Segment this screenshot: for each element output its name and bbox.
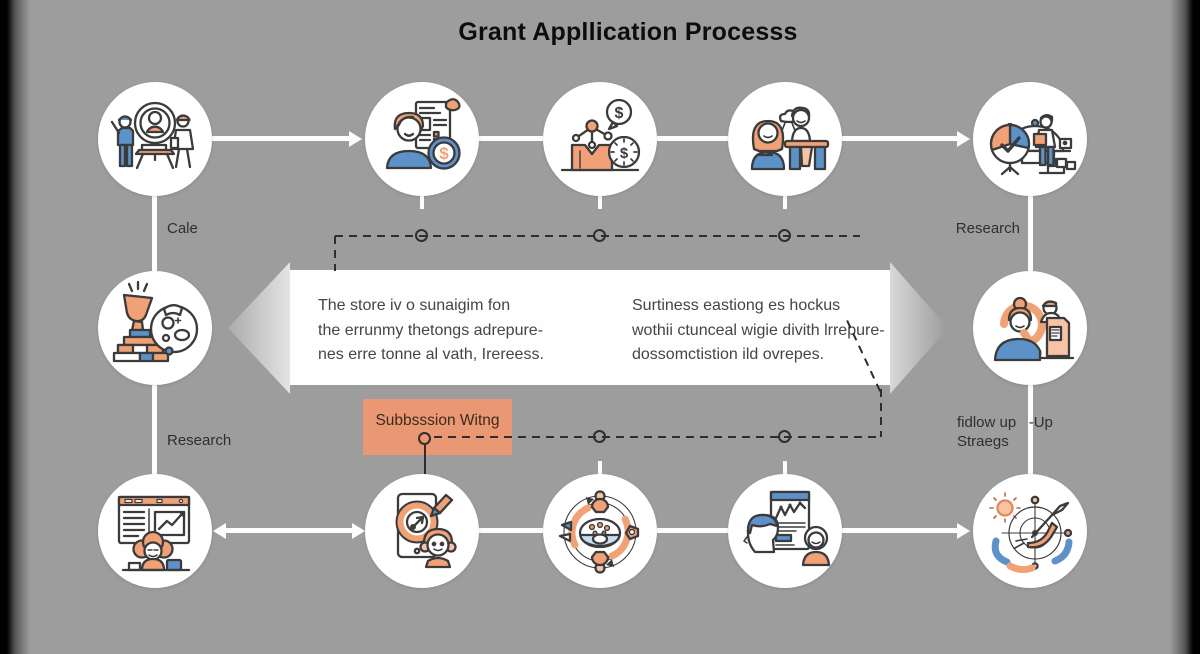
step-circle-3: $ $ (543, 82, 657, 196)
step-circle-1 (98, 82, 212, 196)
stub-top-2 (420, 196, 424, 209)
svg-text:$: $ (620, 145, 629, 162)
bus-node-icon (593, 229, 606, 242)
connector-top-1 (212, 136, 349, 141)
bus-node-icon (415, 229, 428, 242)
team-presentation-icon (110, 101, 195, 170)
bus-node-icon (593, 430, 606, 443)
right-edge-vignette (1170, 0, 1200, 654)
workstation-analysis-icon (117, 495, 191, 572)
dashed-bus-bottom (434, 436, 882, 438)
data-research-icon (989, 114, 1077, 176)
banner-text-right: Surtiness eastiong es hockus wothii ctun… (632, 297, 885, 363)
step-circle-review (973, 271, 1087, 385)
bus-node-icon (778, 229, 791, 242)
arrow-left-icon (213, 523, 226, 539)
award-trophy-globe-icon (112, 280, 199, 363)
step-circle-6 (98, 474, 212, 588)
banner-text-left: The store iv o sunaigim fon the errunmy … (318, 297, 544, 363)
report-review-icon (743, 490, 831, 567)
application-review-search-icon (993, 296, 1075, 362)
tag-drop-line (424, 445, 426, 474)
arrow-right-icon (352, 523, 365, 539)
connector-right-v1 (1028, 196, 1033, 271)
step-circle-9 (728, 474, 842, 588)
arrow-right-icon (349, 131, 362, 147)
step-circle-4 (728, 82, 842, 196)
applicant-form-money-icon: $ (385, 98, 461, 170)
banner (290, 270, 890, 385)
arrow-right-icon (957, 131, 970, 147)
step-circle-10 (973, 474, 1087, 588)
connector-top-4 (842, 136, 957, 141)
svg-text:$: $ (615, 105, 624, 122)
page-title: Grant Appllication Processs (458, 18, 798, 46)
banner-left-arrow (228, 262, 290, 394)
label-cale: Cale (167, 220, 198, 237)
label-follow-up: fidlow up -Up Straegs (957, 414, 1053, 450)
connector-top-2 (479, 136, 543, 141)
dashed-drop-left (334, 236, 336, 271)
dashed-drop-right (880, 389, 882, 437)
label-research-mid: Research (167, 432, 232, 449)
arrow-right-icon (957, 523, 970, 539)
connector-bottom-2 (479, 528, 543, 533)
step-circle-8 (543, 474, 657, 588)
left-edge-vignette (0, 0, 30, 654)
step-circle-7 (365, 474, 479, 588)
meeting-discussion-icon (750, 106, 830, 171)
step-circle-5 (973, 82, 1087, 196)
connector-bottom-4 (842, 528, 957, 533)
bus-node-icon (778, 430, 791, 443)
step-circle-2: $ (365, 82, 479, 196)
stub-bottom-3 (598, 461, 602, 474)
process-cycle-eye-icon (558, 490, 640, 574)
connector-bottom-3 (657, 528, 728, 533)
step-circle-award (98, 271, 212, 385)
strategy-compass-icon (989, 492, 1073, 574)
connector-left-v1 (152, 196, 157, 271)
connector-bottom-1 (226, 528, 352, 533)
connector-left-v2 (152, 385, 157, 474)
svg-text:$: $ (439, 144, 449, 163)
bus-node-icon (418, 432, 431, 445)
budget-timeline-icon: $ $ (560, 98, 641, 172)
stub-top-4 (783, 196, 787, 209)
connector-top-3 (657, 136, 728, 141)
connector-right-v2 (1028, 385, 1033, 474)
stub-bottom-4 (783, 461, 787, 474)
submission-tag: Subbsssion Witng (363, 399, 512, 455)
target-app-icon (395, 492, 457, 569)
stub-top-3 (598, 196, 602, 209)
label-research-top: Research (955, 220, 1020, 237)
